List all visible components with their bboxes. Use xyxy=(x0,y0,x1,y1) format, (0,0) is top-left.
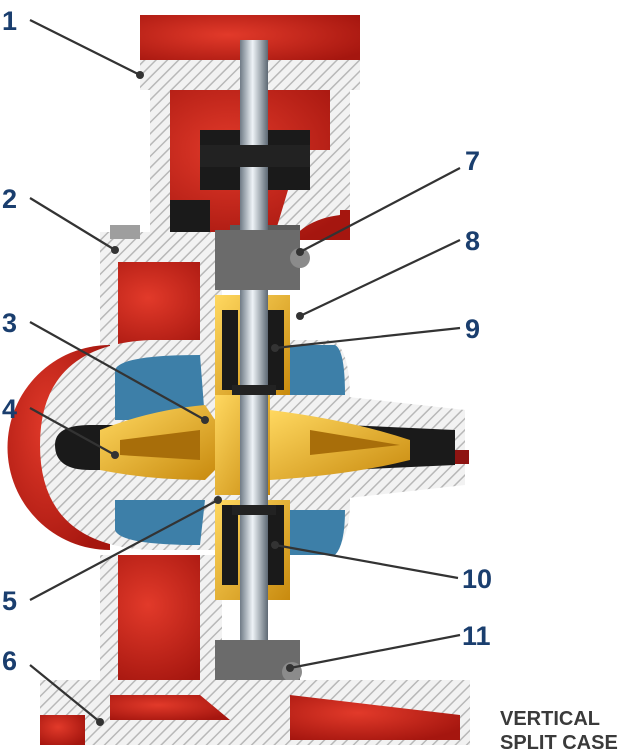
callout-labels: 1 2 3 4 5 6 7 8 9 10 11 xyxy=(2,6,492,676)
callout-2: 2 xyxy=(2,184,17,214)
callout-7: 7 xyxy=(465,146,480,176)
callout-4: 4 xyxy=(2,394,17,424)
diagram-caption: VERTICAL SPLIT CASE xyxy=(500,708,618,754)
upper-seal-housing xyxy=(215,230,310,290)
pump-shaft xyxy=(200,40,310,720)
callout-6: 6 xyxy=(2,646,17,676)
water-passages xyxy=(115,345,345,555)
pump-base xyxy=(40,680,470,745)
caption-line-1: VERTICAL xyxy=(500,708,600,730)
caption-line-2: SPLIT CASE xyxy=(500,732,618,754)
callout-3: 3 xyxy=(2,308,17,338)
callout-10: 10 xyxy=(462,564,492,594)
callout-11: 11 xyxy=(462,621,491,651)
leader-lines xyxy=(29,19,461,726)
callout-1: 1 xyxy=(2,6,17,36)
callout-8: 8 xyxy=(465,226,480,256)
callout-9: 9 xyxy=(465,314,480,344)
callout-5: 5 xyxy=(2,586,17,616)
